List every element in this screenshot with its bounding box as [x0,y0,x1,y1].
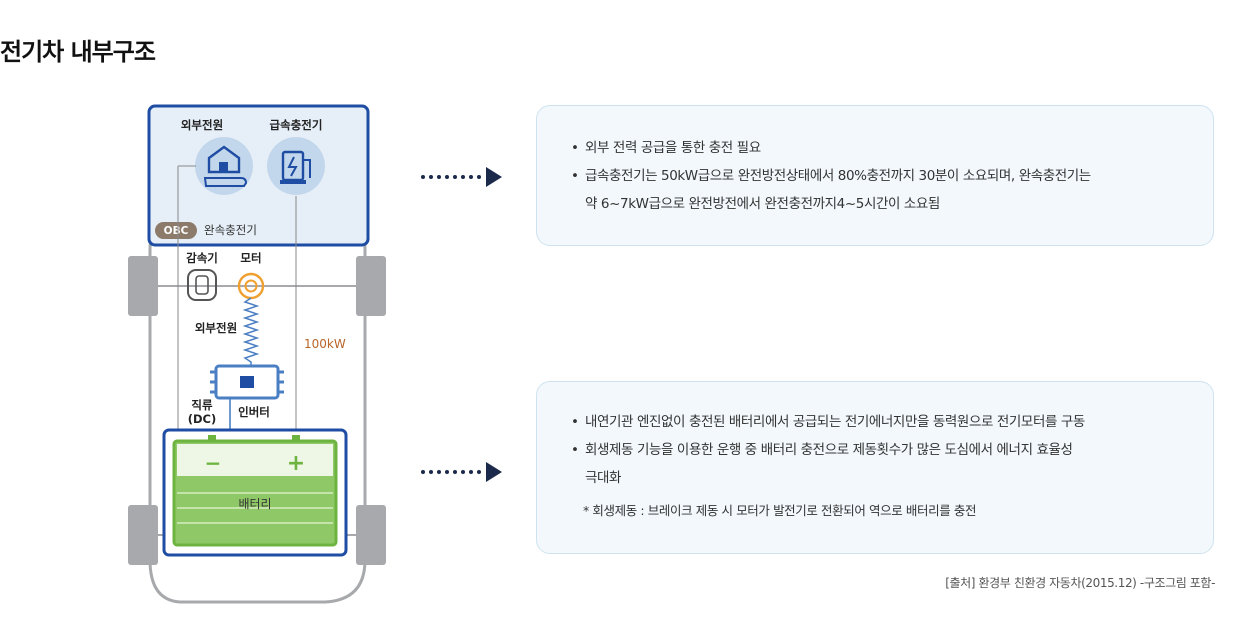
external-power-label: 외부전원 [181,118,223,132]
arrow-to-card2-icon [421,462,502,482]
wheel-rear-left [128,505,158,565]
wheel-front-right [356,256,386,316]
source-citation: [출처] 환경부 친환경 자동차(2015.12) -구조그림 포함- [945,576,1215,590]
ev-structure-diagram: 외부전원 급속충전기 OBC 완속충전기 감속기 모터 외부전원 100kW 직… [128,104,386,604]
inverter-label: 인버터 [238,405,270,419]
list-item: 외부 전력 공급을 통한 충전 필요 [571,134,1213,162]
motor-label: 모터 [240,251,261,265]
battery-label: 배터리 [238,497,271,511]
regenerative-braking-note: * 회생제동 : 브레이크 제동 시 모터가 발전기로 전환되어 역으로 배터리… [583,503,977,518]
battery-minus: − [205,451,222,475]
battery-plus: + [287,451,305,476]
list-item: 내연기관 엔진없이 충전된 배터리에서 공급되는 전기에너지만을 동력원으로 전… [571,408,1213,436]
external-power-mid-label: 외부전원 [195,321,237,335]
list-item: 급속충전기는 50kW급으로 완전방전상태에서 80%충전까지 30분이 소요되… [571,162,1213,190]
dc-label-line2: (DC) [188,412,217,426]
reducer-icon [187,269,217,301]
arrow-to-card1-icon [421,167,502,187]
obc-badge [155,222,197,239]
power-coil [242,297,260,365]
list-item: 극대화 [585,470,622,486]
fast-charger-label: 급속충전기 [270,118,323,132]
slow-charger-label: 완속충전기 [204,223,257,237]
charging-info-card: 외부 전력 공급을 통한 충전 필요 급속충전기는 50kW급으로 완전방전상태… [536,105,1214,246]
obc-badge-label: OBC [164,225,189,237]
page-title: 전기차 내부구조 [0,38,156,66]
power-rating-label: 100kW [304,337,346,351]
list-item: 약 6~7kW급으로 완전방전에서 완전충전까지4~5시간이 소요됨 [585,196,940,212]
wheel-front-left [128,256,158,316]
dc-label-line1: 직류 [191,398,213,412]
reducer-label: 감속기 [186,251,218,265]
driving-info-card: 내연기관 엔진없이 충전된 배터리에서 공급되는 전기에너지만을 동력원으로 전… [536,381,1214,554]
list-item: 회생제동 기능을 이용한 운행 중 배터리 충전으로 제동횟수가 많은 도심에서… [571,436,1213,464]
wheel-rear-right [356,505,386,565]
charger-box [147,104,370,247]
